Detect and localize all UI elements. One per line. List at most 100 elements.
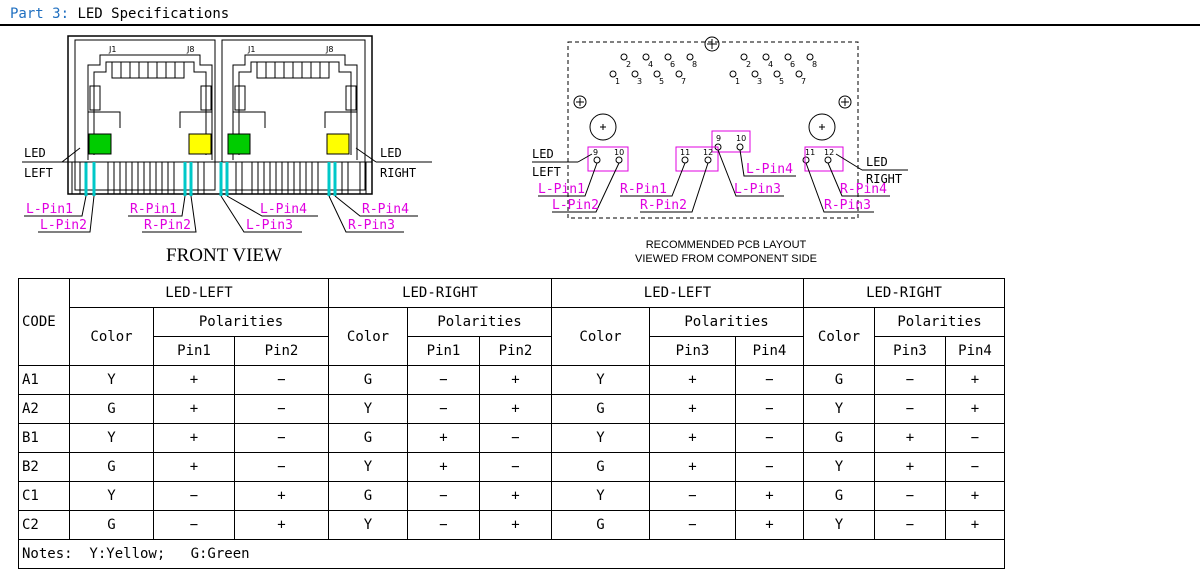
front-led-right-line1: LED	[380, 146, 402, 160]
pcb-led-pad-c2: 10	[736, 134, 746, 143]
polarity-cell: −	[649, 481, 736, 511]
table-sub-header-row: Color Polarities Color Polarities Color …	[19, 307, 1005, 366]
front-label-r-pin4: R-Pin4	[362, 202, 409, 217]
polarity-cell: −	[874, 365, 946, 395]
pcb-label-r-pin1: R-Pin1	[620, 182, 667, 197]
section-header: Part 3: LED Specifications	[10, 5, 229, 23]
polarity-cell: +	[407, 423, 480, 453]
pin-header: Pin4	[945, 336, 1005, 366]
pcb-pin-6-left: 6	[670, 60, 675, 69]
pcb-pin-1-left: 1	[615, 77, 620, 86]
row-code: C2	[18, 510, 70, 540]
color-header: Color	[328, 307, 408, 366]
table-pin-header-row: Pin1 Pin2 Pin1 Pin2 Pin3 Pin4 Pin3 Pin4	[19, 336, 1005, 366]
pcb-label-l-pin2: L-Pin2	[552, 198, 599, 213]
front-label-l-pin4: L-Pin4	[260, 202, 307, 217]
front-view-legs	[71, 162, 367, 194]
pcb-pin-7-right: 7	[801, 77, 806, 86]
pcb-pin-2-left: 2	[626, 60, 631, 69]
pcb-label-l-pin4: L-Pin4	[746, 162, 793, 177]
front-label-l-pin3: L-Pin3	[246, 218, 293, 233]
group-header-led-left-1: LED-LEFT	[69, 278, 329, 308]
polarity-cell: −	[153, 481, 235, 511]
led-color-cell: Y	[551, 481, 650, 511]
polarity-cell: −	[234, 423, 329, 453]
pcb-pin-5-right: 5	[779, 77, 784, 86]
polarity-cell: −	[945, 423, 1005, 453]
led-window-right-green	[227, 133, 251, 155]
code-header: CODE	[18, 278, 70, 366]
notes-row: Notes: Y:Yellow; G:Green	[18, 539, 1005, 569]
led-color-cell: Y	[551, 365, 650, 395]
polarity-cell: +	[234, 481, 329, 511]
pcb-led-pad-a1: 9	[593, 148, 598, 157]
pcb-led-pad-b1: 11	[680, 148, 690, 157]
polarity-cell: +	[479, 510, 552, 540]
pcb-caption-line2: VIEWED FROM COMPONENT SIDE	[635, 253, 817, 265]
color-header: Color	[69, 307, 154, 366]
group-header-led-right-1: LED-RIGHT	[328, 278, 552, 308]
led-color-cell: Y	[328, 510, 408, 540]
led-color-cell: G	[328, 423, 408, 453]
led-color-cell: Y	[328, 452, 408, 482]
pin-header: Pin2	[234, 336, 329, 366]
polarities-header: Polarities	[407, 307, 552, 337]
polarity-cell: +	[945, 481, 1005, 511]
color-header: Color	[803, 307, 875, 366]
row-code: A1	[18, 365, 70, 395]
polarity-cell: +	[153, 423, 235, 453]
polarity-cell: −	[479, 423, 552, 453]
front-view-drawing	[67, 35, 373, 195]
polarity-cell: +	[407, 452, 480, 482]
row-code: B1	[18, 423, 70, 453]
led-color-cell: G	[551, 394, 650, 424]
group-header-led-right-2: LED-RIGHT	[803, 278, 1005, 308]
led-window-right-yellow	[326, 133, 350, 155]
polarity-cell: +	[153, 365, 235, 395]
polarity-cell: −	[735, 423, 804, 453]
polarity-cell: +	[735, 481, 804, 511]
polarity-cell: −	[874, 510, 946, 540]
polarity-cell: +	[649, 423, 736, 453]
polarity-cell: −	[735, 452, 804, 482]
polarity-cell: +	[649, 365, 736, 395]
right-contacts	[256, 61, 330, 79]
led-legs-cyan	[84, 162, 337, 196]
pcb-caption-line1: RECOMMENDED PCB LAYOUT	[646, 239, 807, 251]
pcb-label-l-pin1: L-Pin1	[538, 182, 585, 197]
led-spec-table: CODE LED-LEFT LED-RIGHT LED-LEFT LED-RIG…	[18, 278, 1005, 569]
pcb-pin-2-right: 2	[746, 60, 751, 69]
jack-label-j1-left: J1	[108, 45, 116, 54]
polarity-cell: +	[479, 394, 552, 424]
front-label-l-pin2: L-Pin2	[40, 218, 87, 233]
pcb-led-right-line2: RIGHT	[866, 172, 902, 186]
led-color-cell: Y	[551, 423, 650, 453]
polarity-cell: +	[153, 394, 235, 424]
led-color-cell: G	[803, 481, 875, 511]
led-color-cell: G	[69, 452, 154, 482]
table-group-header-row: CODE LED-LEFT LED-RIGHT LED-LEFT LED-RIG…	[18, 278, 1005, 366]
polarity-cell: +	[234, 510, 329, 540]
pcb-label-r-pin4: R-Pin4	[840, 182, 887, 197]
pcb-pin-1-right: 1	[735, 77, 740, 86]
polarity-cell: −	[234, 365, 329, 395]
polarity-cell: −	[407, 481, 480, 511]
polarity-cell: −	[234, 394, 329, 424]
front-label-l-pin1: L-Pin1	[26, 202, 73, 217]
front-label-r-pin1: R-Pin1	[130, 202, 177, 217]
pcb-pin-5-left: 5	[659, 77, 664, 86]
polarity-cell: +	[945, 365, 1005, 395]
group-header-led-left-2: LED-LEFT	[551, 278, 804, 308]
polarity-cell: −	[407, 394, 480, 424]
led-color-cell: G	[803, 423, 875, 453]
pcb-label-l-pin3: L-Pin3	[734, 182, 781, 197]
pcb-led-left-line1: LED	[532, 147, 554, 161]
part-number: Part 3:	[10, 6, 70, 22]
row-code: C1	[18, 481, 70, 511]
led-color-cell: Y	[69, 481, 154, 511]
polarity-cell: −	[479, 452, 552, 482]
polarities-header: Polarities	[874, 307, 1005, 337]
pcb-label-r-pin2: R-Pin2	[640, 198, 687, 213]
pcb-pin-3-left: 3	[637, 77, 642, 86]
